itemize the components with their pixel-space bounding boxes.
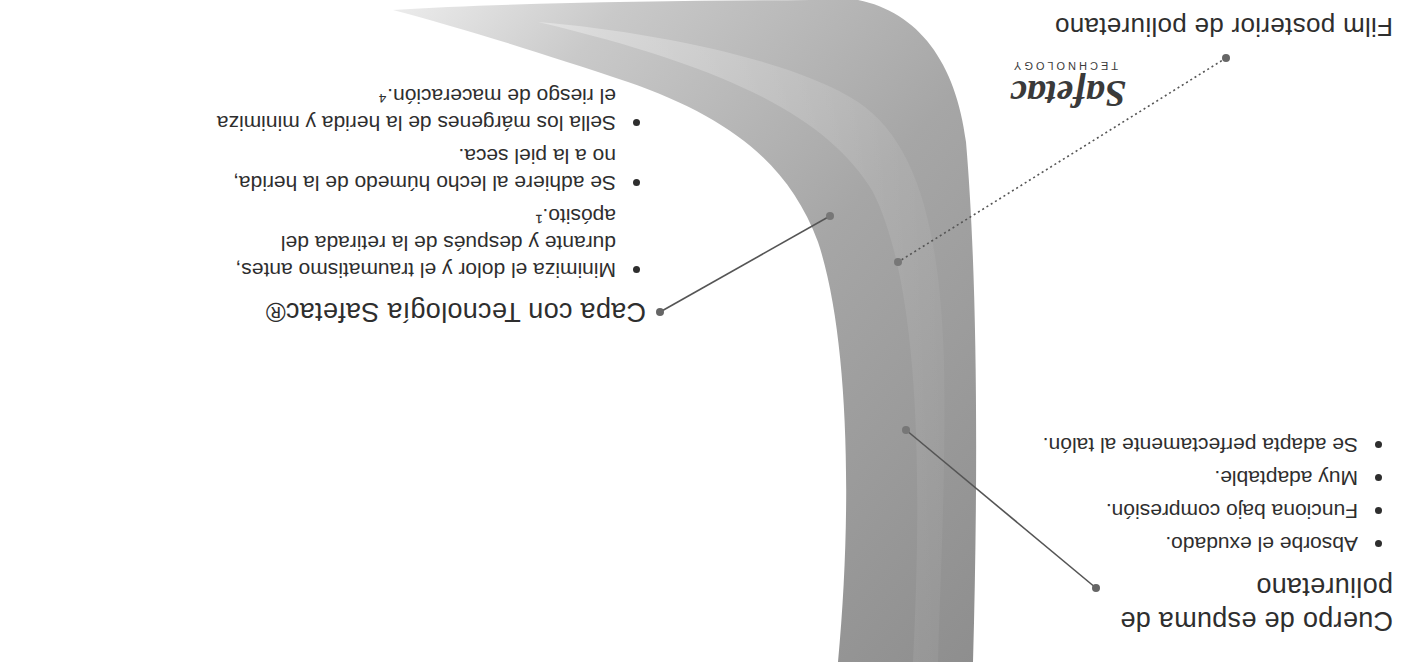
feature-text: Minimiza el dolor y el traumatismo antes… <box>206 203 616 284</box>
bullet-dot <box>633 119 640 126</box>
bullet-item: Se adhiere al lecho húmedo de la herida,… <box>206 143 646 197</box>
brand-logo: Safetac <box>976 74 1126 114</box>
bullet-dot <box>633 179 640 186</box>
leader-line <box>898 58 1226 262</box>
bullet-item: Minimiza el dolor y el traumatismo antes… <box>206 203 646 284</box>
bullet-item: Muy adaptable. <box>1018 465 1388 492</box>
leader-dot <box>894 258 902 266</box>
feature-text: Funciona bajo compresión. <box>1018 498 1358 525</box>
feature-text: Muy adaptable. <box>1018 465 1358 492</box>
brand-subtitle: TECHNOLOGY <box>968 60 1118 72</box>
feature-text: Absorbe el exudado. <box>1018 531 1358 558</box>
bullet-dot <box>1375 540 1382 547</box>
leader-dot <box>656 308 664 316</box>
leader-dot <box>826 212 834 220</box>
feature-text: Se adhiere al lecho húmedo de la herida,… <box>206 143 616 197</box>
leader-dot <box>1092 584 1100 592</box>
part-heading: Capa con Tecnología Safetac® <box>206 295 646 329</box>
leader-line <box>660 216 830 312</box>
bullet-dot <box>1375 507 1382 514</box>
leader-dot <box>1222 54 1230 62</box>
part-heading: Film posterior de poliuretano <box>973 10 1393 44</box>
bullet-item: Sella los márgenes de la herida y minimi… <box>206 83 646 137</box>
leader-dot <box>902 426 910 434</box>
bullet-dot <box>1375 441 1382 448</box>
bullet-dot <box>633 266 640 273</box>
bullet-item: Se adapta perfectamente al talón. <box>1018 432 1388 459</box>
feature-text: Sella los márgenes de la herida y minimi… <box>206 83 616 137</box>
feature-text: Se adapta perfectamente al talón. <box>1018 432 1358 459</box>
part-heading: Cuerpo de espuma de poliuretano <box>1103 570 1393 638</box>
bullet-list: Absorbe el exudado. Funciona bajo compres… <box>1018 426 1388 558</box>
bullet-dot <box>1375 474 1382 481</box>
bullet-item: Funciona bajo compresión. <box>1018 498 1388 525</box>
bullet-list: Minimiza el dolor y el traumatismo antes… <box>206 77 646 284</box>
bullet-item: Absorbe el exudado. <box>1018 531 1388 558</box>
